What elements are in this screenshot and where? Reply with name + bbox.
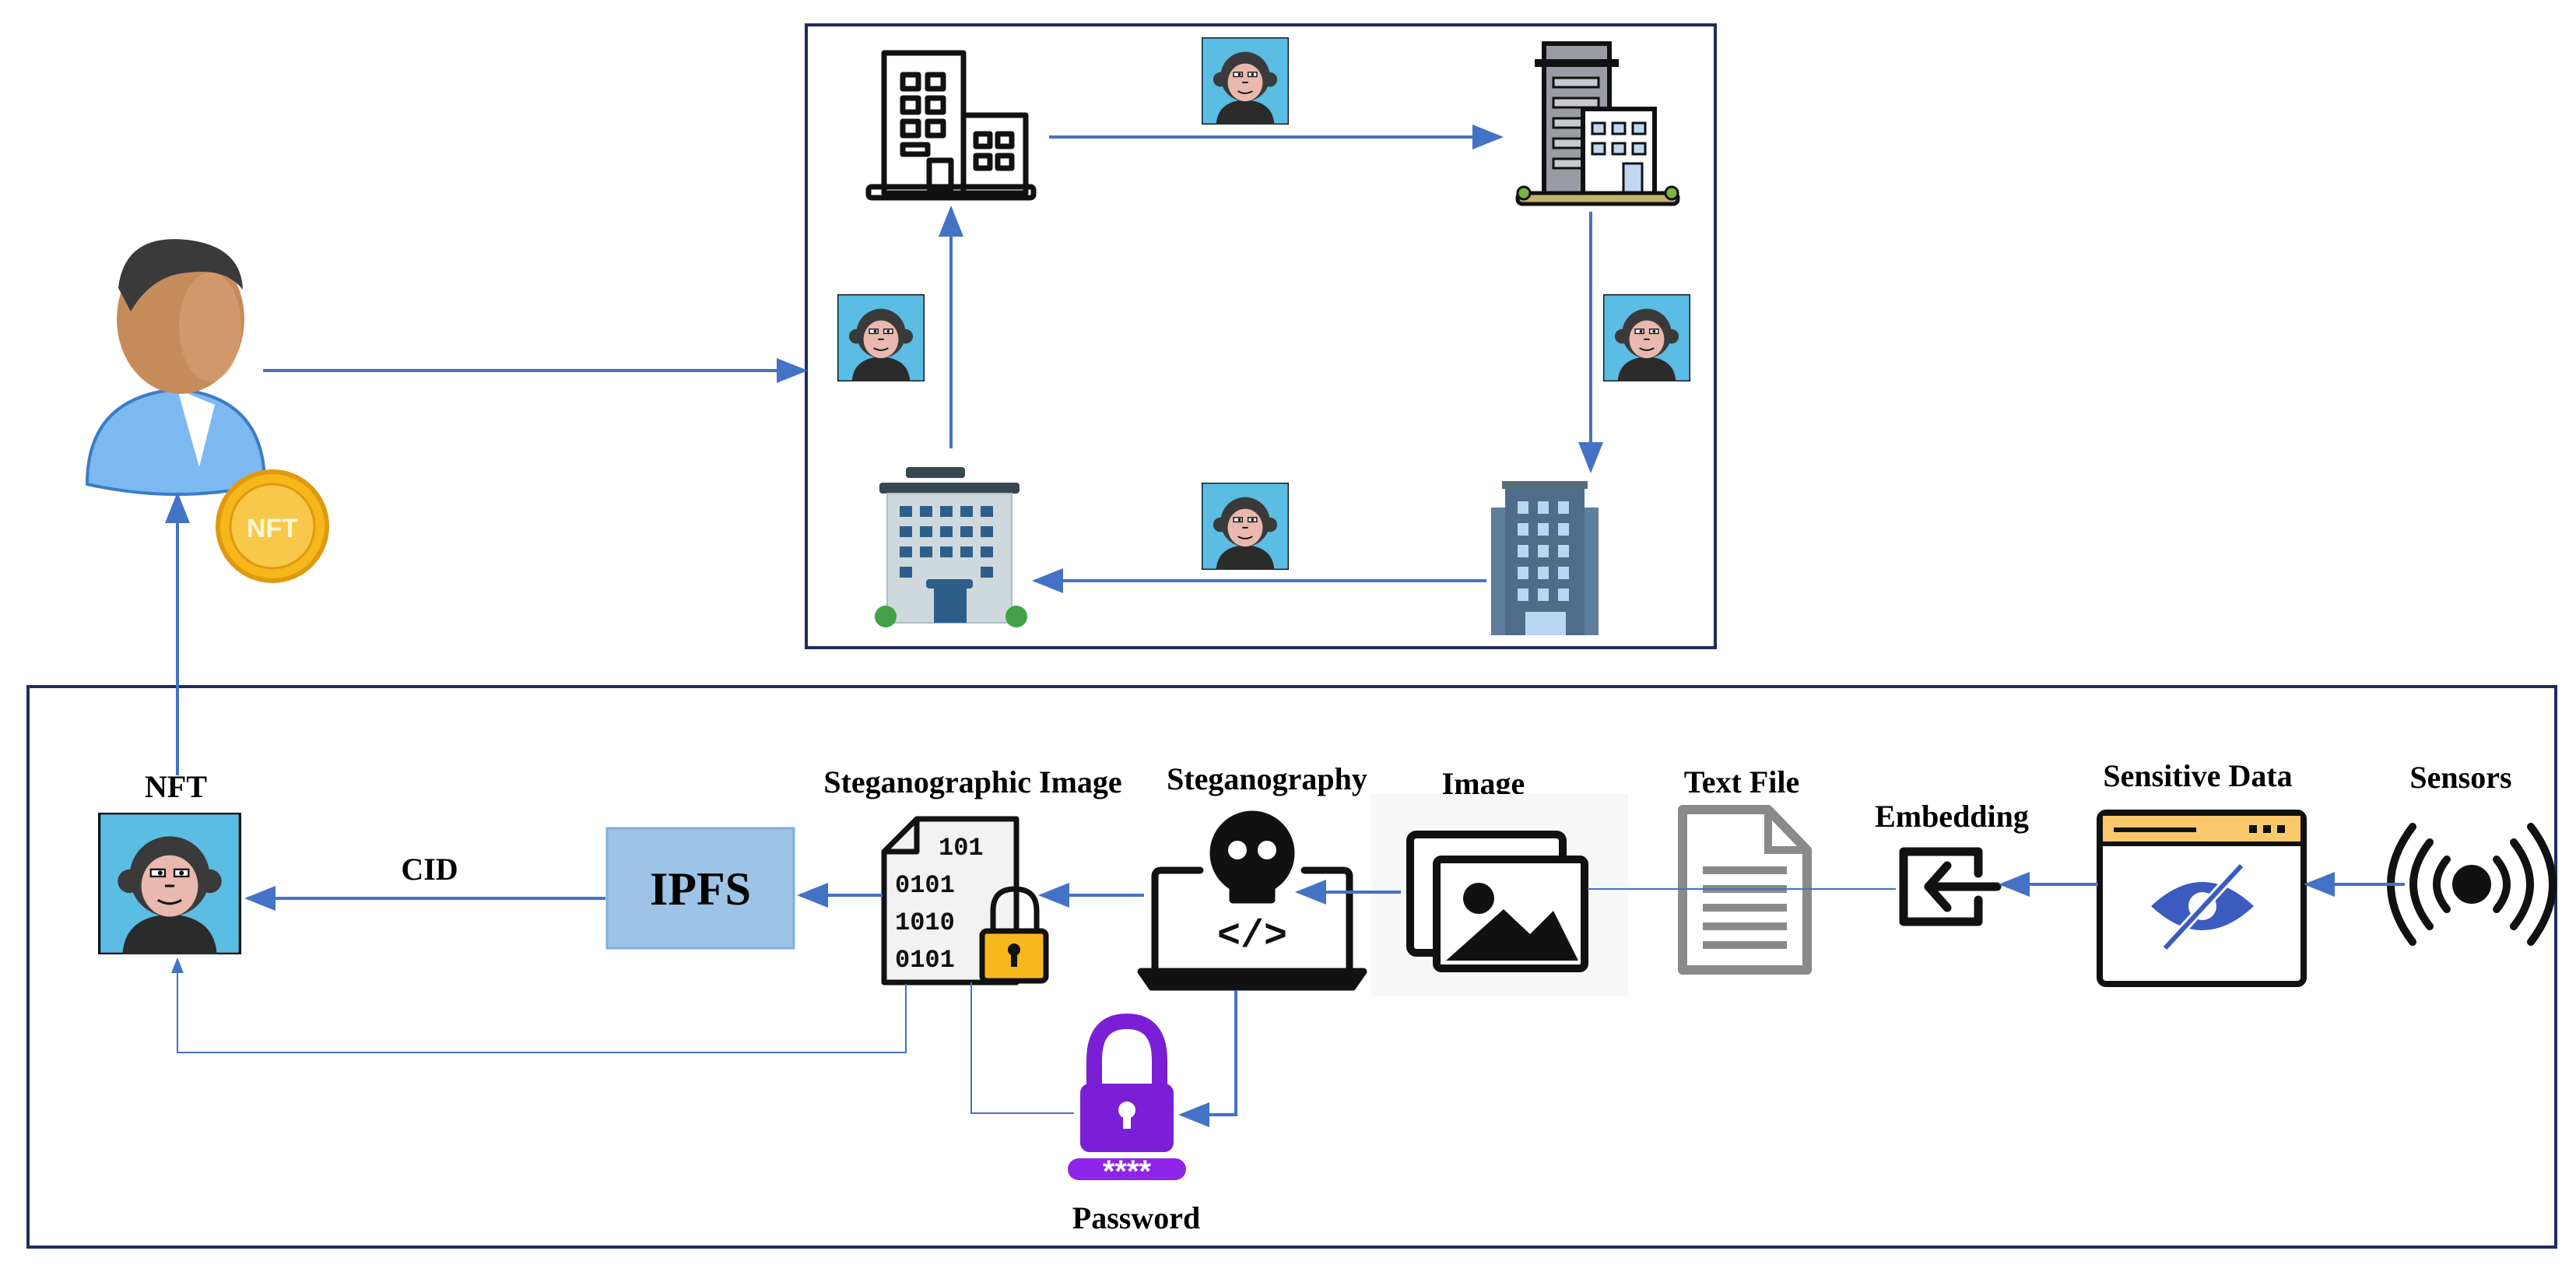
company-network-frame: [805, 23, 1717, 649]
hidden-data-window-icon: [2097, 810, 2307, 987]
skyscraper-icon: [1491, 481, 1599, 635]
office-block-icon: [875, 467, 1027, 627]
line-stego-image-to-password: [970, 982, 1074, 1114]
password-label: Password: [1072, 1200, 1200, 1235]
office-building-icon: [865, 50, 1037, 201]
sensitive-data-label: Sensitive Data: [2103, 758, 2292, 793]
ipfs-node: [605, 827, 795, 950]
embed-import-icon: [1899, 847, 2002, 926]
cid-label: CID: [401, 852, 458, 887]
user-avatar-icon: [85, 239, 267, 496]
binary-row-3: 1010: [895, 908, 955, 937]
hacker-laptop-icon: [1137, 810, 1367, 991]
corporate-tower-icon: [1515, 41, 1680, 206]
binary-document-lock-icon: 101 0101 1010 0101: [881, 816, 1049, 986]
nft-token-top-icon: [1202, 37, 1289, 125]
nft-token-bottom-icon: [1202, 483, 1289, 570]
text-file-label: Text File: [1684, 764, 1800, 799]
pipeline-frame: [26, 685, 2557, 1249]
code-glyph: </>: [1217, 915, 1287, 959]
nft-artwork-icon: [99, 813, 240, 954]
steganographic-image-label: Steganographic Image: [823, 764, 1121, 799]
arrow-steganography-to-password: [1178, 990, 1237, 1127]
nft-token-right-icon: [1603, 294, 1690, 381]
nft-coin-label: NFT: [247, 514, 298, 543]
embedding-label: Embedding: [1875, 799, 2029, 834]
password-mask: ****: [1103, 1154, 1152, 1189]
password-lock-icon: ****: [1068, 1013, 1186, 1189]
ipfs-label: IPFS: [650, 863, 751, 915]
binary-row-1: 101: [939, 834, 984, 863]
image-gallery-icon: [1371, 794, 1628, 996]
nft-token-left-icon: [837, 294, 925, 381]
sensor-signal-icon: [2387, 823, 2557, 946]
nft-coin-icon: NFT: [216, 469, 329, 583]
sensors-label: Sensors: [2409, 760, 2511, 795]
binary-row-4: 0101: [895, 946, 955, 975]
binary-row-2: 0101: [895, 871, 955, 900]
arrow-stego-image-to-nft: [171, 957, 907, 1053]
steganography-label: Steganography: [1167, 761, 1367, 796]
